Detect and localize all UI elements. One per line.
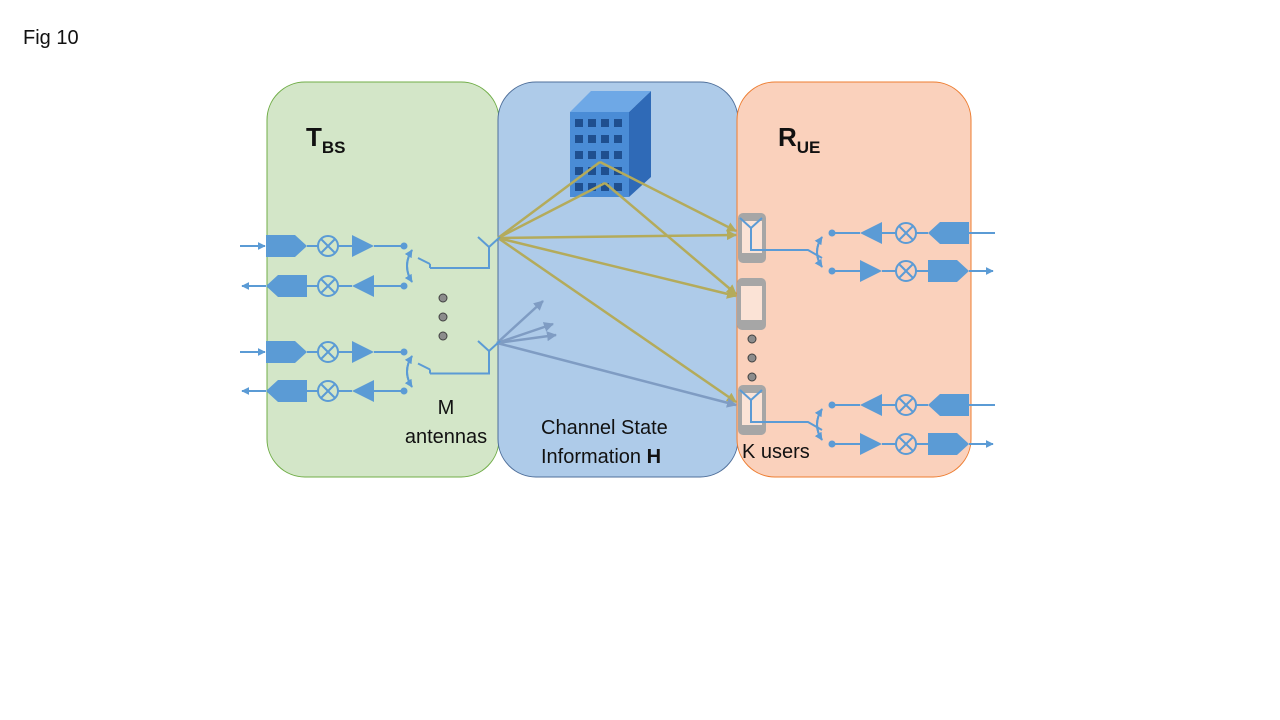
amplifier-icon [352, 235, 374, 257]
switch-icon [404, 249, 431, 283]
amplifier-icon [860, 222, 882, 244]
reflected-paths [497, 160, 737, 404]
building-icon [570, 91, 651, 197]
scattered-paths [496, 300, 737, 408]
converter-icon [928, 433, 969, 455]
amplifier-icon [352, 341, 374, 363]
amplifier-icon [860, 394, 882, 416]
transmitter-chains [240, 235, 501, 402]
mixer-icon [317, 235, 339, 257]
amplifier-icon [352, 275, 374, 297]
antenna-icon [739, 217, 763, 244]
receiver-chains [739, 217, 995, 455]
receiver-panel [736, 81, 972, 478]
figure-label: Fig 10 [23, 27, 79, 49]
converter-icon [266, 380, 307, 402]
converter-icon [266, 275, 307, 297]
converter-icon [928, 222, 969, 244]
user-ellipsis [747, 334, 757, 382]
amplifier-icon [860, 433, 882, 455]
switch-icon [814, 408, 823, 441]
converter-icon [928, 260, 969, 282]
antenna-icon [477, 340, 501, 367]
antenna-icon [477, 236, 501, 263]
amplifier-icon [860, 260, 882, 282]
amplifier-icon [352, 380, 374, 402]
converter-icon [266, 341, 307, 363]
users-label: K users [742, 441, 810, 463]
transmitter-title: TBS [306, 122, 346, 157]
converter-icon [928, 394, 969, 416]
phone-icon [737, 278, 766, 330]
channel-matrix-symbol: H [646, 446, 662, 468]
antenna-ellipsis [438, 293, 448, 341]
antenna-icon [739, 389, 763, 416]
converter-icon [266, 235, 307, 257]
receiver-title: RUE [778, 122, 821, 157]
switch-icon [814, 236, 823, 268]
switch-icon [404, 355, 431, 388]
